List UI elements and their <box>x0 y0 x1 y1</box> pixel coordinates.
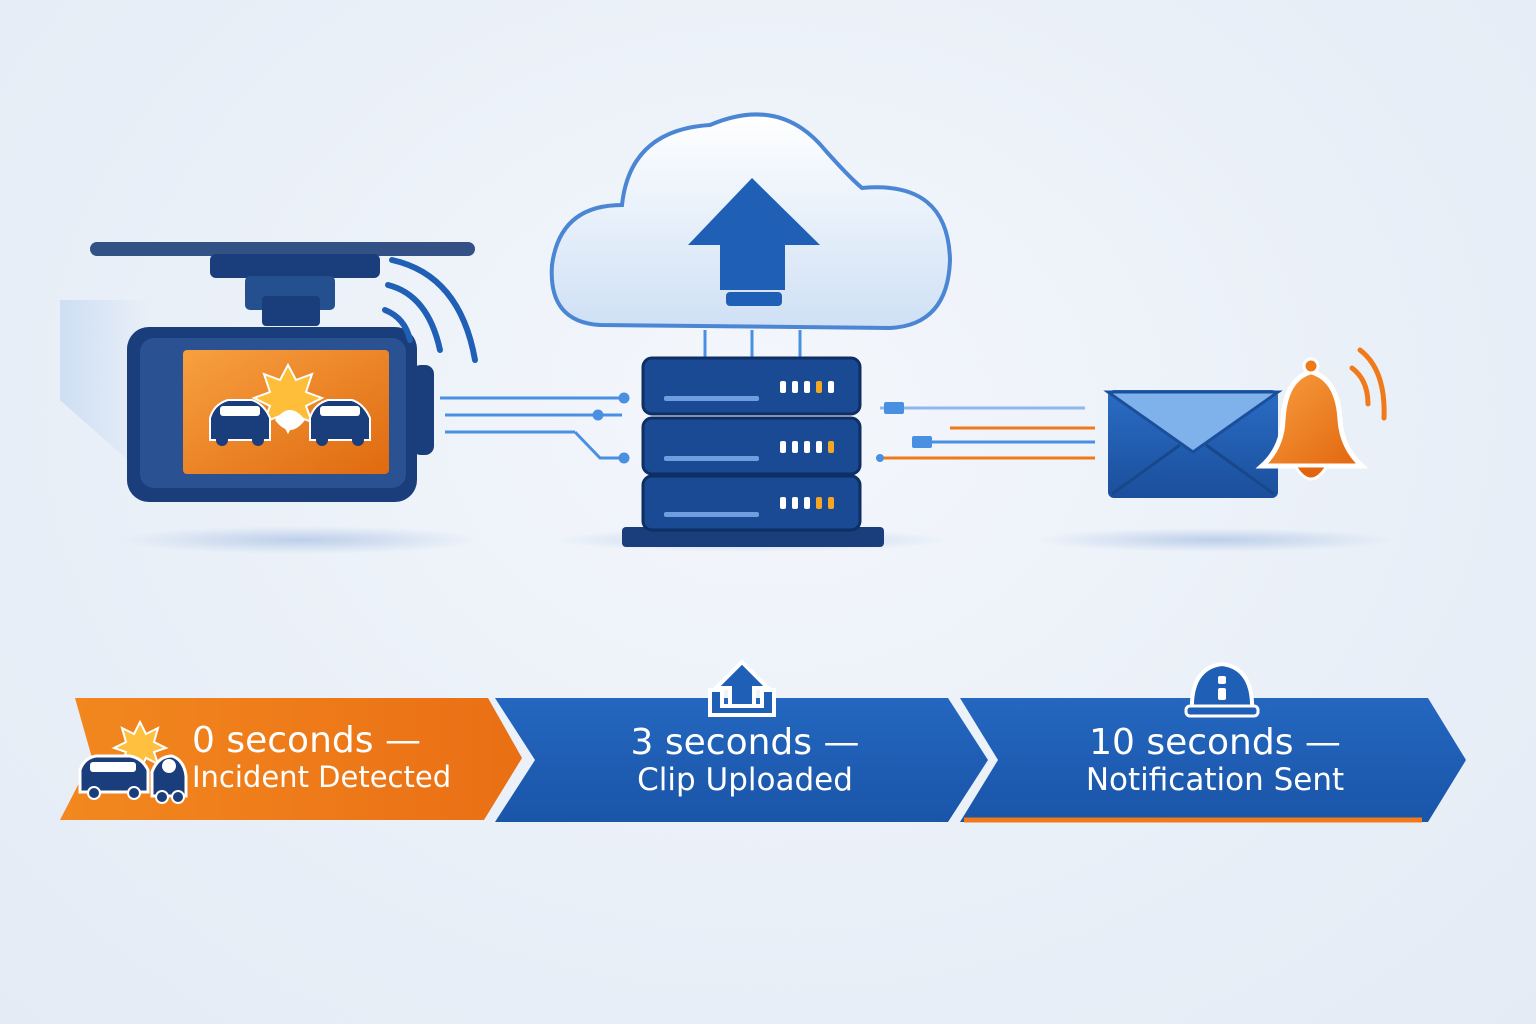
alert-icon <box>1184 661 1260 718</box>
step-banner-3 <box>960 698 1466 822</box>
wifi-signal-icon <box>382 257 478 363</box>
step-3-time: 10 seconds — <box>1089 722 1341 763</box>
cloud-upload-icon <box>549 112 953 360</box>
step-2-time: 3 seconds — <box>630 722 860 763</box>
step-2-label: Clip Uploaded <box>637 762 853 799</box>
dashcam-icon <box>60 242 480 554</box>
step-banner-2 <box>495 698 988 822</box>
step-1-label: Incident Detected <box>192 760 452 795</box>
bell-icon <box>1255 347 1387 481</box>
upload-icon <box>708 659 776 717</box>
step-1-text: 0 seconds — Incident Detected <box>192 720 462 795</box>
step-3-label: Notification Sent <box>1085 762 1345 799</box>
connector-lines-right <box>876 402 1095 462</box>
car-collision-icon <box>78 719 188 804</box>
step-3-text: 10 seconds — Notification Sent <box>1050 722 1380 799</box>
server-unit <box>641 474 862 532</box>
step-2-text: 3 seconds — Clip Uploaded <box>600 722 890 799</box>
connector-lines-left <box>440 392 630 464</box>
timeline <box>60 659 1466 823</box>
server-unit <box>641 416 862 476</box>
step-1-time: 0 seconds — <box>192 720 421 761</box>
envelope-icon <box>1035 390 1395 552</box>
server-rack-icon <box>552 356 952 552</box>
server-unit <box>641 356 862 416</box>
